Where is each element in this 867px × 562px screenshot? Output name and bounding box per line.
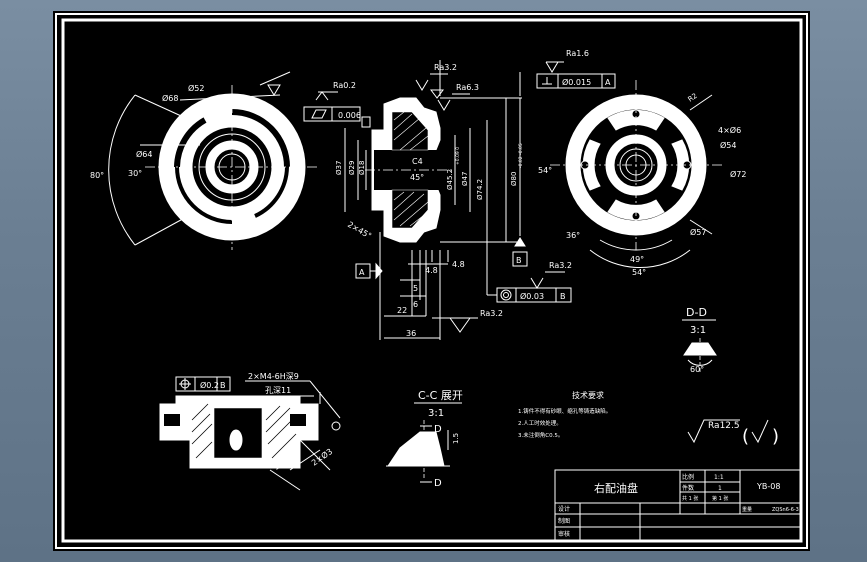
dim-15: 1.5 (452, 433, 460, 444)
tb-designer: 设计 (558, 505, 570, 513)
runout-tol: Ø0.03 (520, 291, 544, 301)
dim-48b: 4.8 (452, 260, 465, 269)
dim-d68: Ø68 (162, 93, 178, 103)
chamfer-c4: C4 (412, 157, 423, 166)
dd-title: D-D (686, 306, 707, 319)
pos-tol: Ø0.2 (200, 380, 219, 390)
dim-d52: Ø52 (188, 83, 204, 93)
ra-02: Ra0.2 (333, 81, 356, 90)
tb-drafter: 制图 (558, 517, 570, 525)
dim-48a: 4.8 (425, 266, 438, 275)
dim-4xd6: 4×Ø6 (718, 125, 741, 135)
ra-32-right: Ra3.2 (549, 261, 572, 270)
general-roughness: Ra12.5 ( ) (687, 419, 779, 447)
ra-32-top: Ra3.2 (434, 63, 457, 72)
tb-drawing-no: YB-08 (756, 482, 780, 491)
kidney-slot (174, 117, 207, 168)
cc-scale: 3:1 (428, 408, 444, 419)
runout-ref: B (560, 292, 566, 301)
datum-a: A (359, 268, 365, 277)
dim-r3: R3 (620, 225, 631, 234)
dim-36: 36 (406, 329, 416, 338)
tb-weight: 重量 (742, 506, 752, 513)
detail-c-c: C-C 展开 3:1 D D 1.5 (386, 389, 463, 489)
tb-material: ZQSn6-6-3 (772, 507, 799, 513)
dim-d742: Ø74.2 (476, 179, 484, 200)
dim-r2: R2 (687, 92, 699, 104)
dim-d37: Ø37 (335, 161, 343, 175)
dd-scale: 3:1 (690, 325, 706, 336)
datum-b: B (516, 256, 522, 265)
title-block: 右配油盘 比例 1:1 件数 1 共 1 张 第 1 张 YB-08 重量 ZQ… (554, 469, 802, 542)
tb-sheet: 共 1 张 (682, 495, 698, 502)
dim-d72: Ø72 (730, 169, 746, 179)
note-2: 2.人工时效处理。 (518, 419, 562, 427)
dim-22: 22 (397, 306, 407, 315)
flatness-value: 0.006 (338, 111, 361, 120)
perp-tol: Ø0.015 (562, 77, 591, 87)
perp-ref: A (605, 78, 611, 87)
ra-63: Ra6.3 (456, 83, 479, 92)
angle-54-left: 54° (538, 166, 552, 175)
tb-checker: 审核 (558, 530, 570, 538)
tb-qty: 1 (718, 485, 722, 492)
thread-note: 2×M4-6H深9 (248, 372, 299, 381)
ra-32-bottom: Ra3.2 (480, 309, 503, 318)
rough-paren: ( (742, 426, 749, 447)
angle-36: 36° (566, 231, 580, 240)
kidney-slot (254, 166, 289, 218)
left-front-view: Ø52 Ø68 Ø64 30° 80° (90, 71, 320, 250)
angle-45: 45° (410, 173, 424, 182)
perpendicularity-frame (536, 73, 616, 89)
dim-30: 30° (128, 169, 142, 178)
kidney-slot (231, 109, 290, 168)
roughness-symbol (267, 84, 281, 96)
dim-80: 80° (90, 171, 104, 180)
dim-d64: Ø64 (136, 149, 152, 159)
tol-lower: -0.02 -0.05 (518, 143, 524, 168)
dim-d18: Ø18 (358, 161, 366, 175)
d-label-top: D (434, 424, 442, 435)
note-3: 3.未注倒角C0.5。 (518, 431, 563, 439)
d-label-bottom: D (434, 478, 442, 489)
dim-d47: Ø47 (461, 172, 469, 186)
arc-dim-80 (108, 94, 136, 246)
dim-6: 6 (413, 300, 418, 309)
pos-ref: B (220, 381, 226, 390)
rough-all: Ra12.5 (708, 421, 740, 431)
dim-d80: Ø80 (510, 172, 518, 186)
outer-border (55, 13, 808, 549)
kidney-slot (175, 166, 233, 224)
angle-49: 49° (630, 255, 644, 264)
dim-d29: Ø29 (348, 161, 356, 175)
angle-60: 60° (690, 365, 704, 374)
tb-page: 第 1 张 (712, 495, 728, 502)
ra-16: Ra1.6 (566, 49, 589, 58)
tb-qty-label: 件数 (682, 484, 694, 492)
angle-54-bottom: 54° (632, 268, 646, 277)
tb-scale: 1:1 (714, 474, 724, 481)
notes-heading: 技术要求 (572, 390, 604, 400)
dim-d57: Ø57 (690, 227, 706, 237)
dim-d452: Ø45.2 (446, 169, 454, 190)
rough-paren-close: ) (772, 426, 779, 447)
right-rear-view: R2 4×Ø6 Ø54 Ø72 54° 36° R3 Ø57 49° 54° (538, 80, 746, 277)
dim-d54: Ø54 (720, 140, 736, 150)
dim-5: 5 (413, 284, 418, 293)
tol-upper: +0.09 0 (455, 147, 461, 165)
technical-notes: 技术要求 1.铸件不得有砂眼、缩孔等铸造缺陷。 2.人工时效处理。 3.未注倒角… (518, 390, 611, 439)
inner-border (61, 18, 803, 543)
hole-depth: 孔深11 (265, 386, 291, 395)
cc-title: C-C 展开 (418, 389, 463, 402)
drawing-title: 右配油盘 (594, 481, 638, 495)
note-1: 1.铸件不得有砂眼、缩孔等铸造缺陷。 (518, 407, 611, 415)
tb-scale-label: 比例 (682, 473, 694, 481)
detail-d-d: D-D 3:1 60° (682, 306, 717, 374)
position-frame (175, 376, 231, 392)
